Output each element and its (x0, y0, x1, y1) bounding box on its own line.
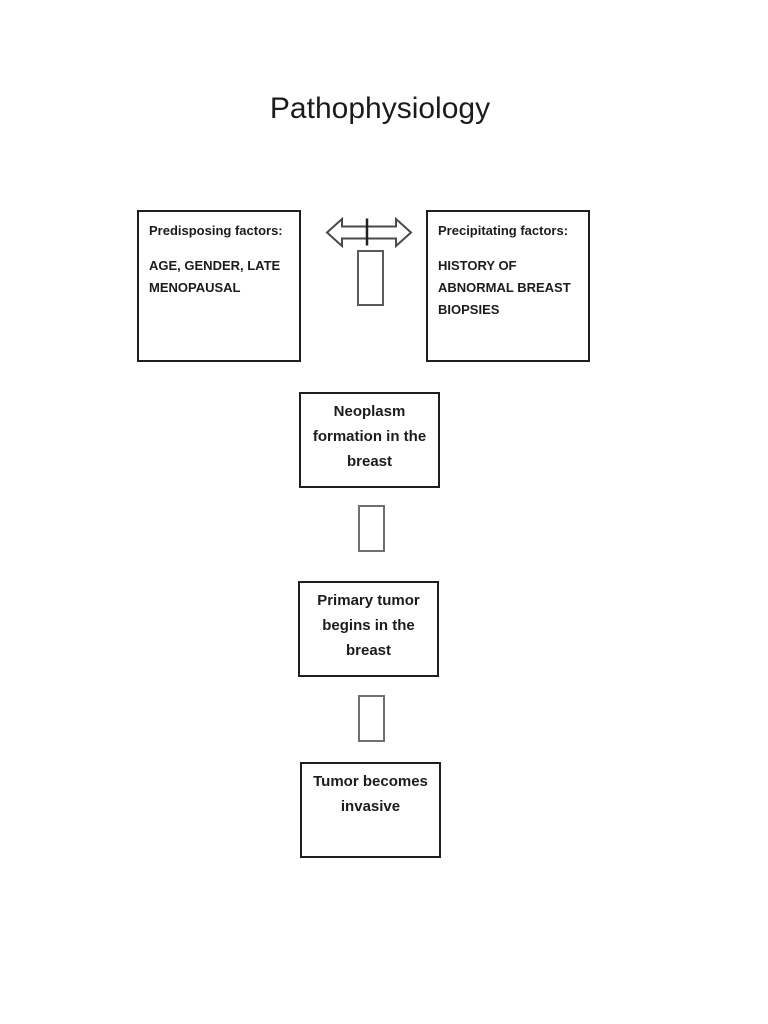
tumor-invasive-box: Tumor becomes invasive (300, 762, 441, 858)
tumor-invasive-line: invasive (340, 798, 401, 815)
left-right-block-arrow-icon (325, 216, 413, 249)
precipitating-line: HISTORY OF (438, 258, 517, 273)
tumor-invasive-line: Tumor becomes (313, 773, 428, 790)
predisposing-factors-box: Predisposing factors: AGE, GENDER, LATE … (137, 210, 301, 362)
precipitating-line: BIOPSIES (438, 302, 500, 317)
primary-tumor-line: begins in the (322, 617, 415, 634)
precipitating-heading: Precipitating factors: (438, 223, 569, 238)
left-right-arrow-icon (325, 216, 413, 249)
predisposing-line: AGE, GENDER, LATE (149, 258, 281, 273)
precipitating-factors-box: Precipitating factors: HISTORY OF ABNORM… (426, 210, 590, 362)
neoplasm-line: formation in the (312, 428, 427, 445)
connector-rectangle (358, 695, 385, 742)
page-title: Pathophysiology (269, 92, 491, 125)
predisposing-heading: Predisposing factors: (149, 223, 283, 238)
primary-tumor-line: Primary tumor (317, 592, 420, 609)
primary-tumor-line: breast (345, 642, 392, 659)
primary-tumor-box: Primary tumor begins in the breast (298, 581, 439, 677)
connector-rectangle (358, 505, 385, 552)
connector-rectangle (357, 250, 384, 306)
neoplasm-line: breast (346, 453, 393, 470)
predisposing-line: MENOPAUSAL (149, 280, 241, 295)
neoplasm-formation-box: Neoplasm formation in the breast (299, 392, 440, 488)
precipitating-line: ABNORMAL BREAST (438, 280, 571, 295)
neoplasm-line: Neoplasm (333, 403, 406, 420)
